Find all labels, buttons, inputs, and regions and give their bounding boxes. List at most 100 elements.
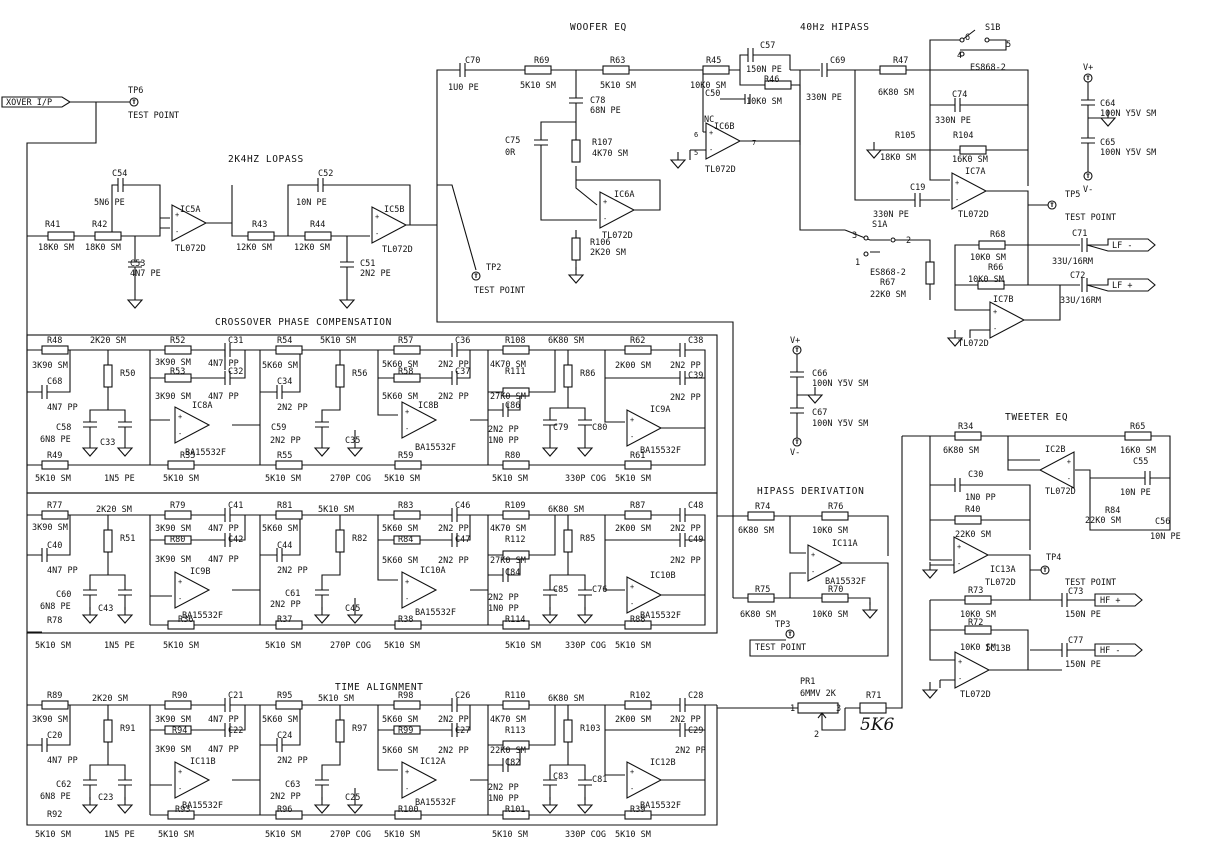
r97-label: R97: [352, 724, 367, 734]
c76-label: C76: [592, 585, 607, 595]
svg-text:7: 7: [752, 139, 756, 147]
c22-value: 4N7 PP: [208, 745, 239, 755]
r113-value: 22K0 SM: [490, 746, 526, 756]
c86-value-2: 1N0 PP: [488, 436, 519, 446]
r42-value: 18K0 SM: [85, 243, 121, 253]
r97-value: 5K10 SM: [318, 694, 354, 704]
c34-label: C34: [277, 377, 292, 387]
tp3-label: TP3: [775, 620, 790, 630]
c44-label: C44: [277, 541, 292, 551]
r56-value: 5K10 SM: [320, 336, 356, 346]
c77-label: C77: [1068, 636, 1083, 646]
r88-value: 5K10 SM: [615, 641, 651, 651]
c66-label: C66: [812, 369, 827, 379]
c23-value: 1N5 PE: [104, 830, 135, 840]
c42-value: 4N7 PP: [208, 555, 239, 565]
c78-label: C78: [590, 96, 605, 106]
s1a-label: S1A: [872, 220, 887, 230]
c78-value: 68N PE: [590, 106, 621, 116]
r108-label: R108: [505, 336, 525, 346]
s1a-p3: 3: [852, 231, 857, 241]
r107-value: 4K70 SM: [592, 149, 628, 159]
c86-value: 2N2 PP: [488, 425, 519, 435]
ic8b-part: BA15532F: [415, 443, 456, 453]
crossover-block-2: R77 3K90 SM C40 4N7 PP R78 5K10 SM 2K20 …: [26, 492, 718, 651]
c37-label: C37: [455, 367, 470, 377]
c50-label: C50: [705, 89, 720, 99]
hf-minus-port: HF -: [1100, 646, 1120, 656]
ic10b-part: BA15532F: [640, 611, 681, 621]
tp4-caption: TEST POINT: [1065, 578, 1116, 588]
c32-value: 4N7 PP: [208, 392, 239, 402]
c84-value-2: 1N0 PP: [488, 604, 519, 614]
lf-minus-port: LF -: [1112, 241, 1132, 251]
r86-label: R86: [580, 369, 595, 379]
r95-label: R95: [277, 691, 292, 701]
c62-value: 6N8 PE: [40, 792, 71, 802]
r61-label: R61: [630, 451, 645, 461]
r69-value: 5K10 SM: [520, 81, 556, 91]
r107-label: R107: [592, 138, 612, 148]
c23-label: C23: [98, 793, 113, 803]
r73-label: R73: [968, 586, 983, 596]
c45-label: C45: [345, 604, 360, 614]
c20-value: 4N7 PP: [47, 756, 78, 766]
r59-label: R59: [398, 451, 413, 461]
r90-value: 3K90 SM: [155, 715, 191, 725]
ic6b-part: TL072D: [705, 165, 736, 175]
c45-value: 270P COG: [330, 641, 371, 651]
r112-value: 27K0 SM: [490, 556, 526, 566]
ic11a-part: BA15532F: [825, 577, 866, 587]
r58-value: 5K60 SM: [382, 392, 418, 402]
c30-label: C30: [968, 470, 983, 480]
r38-value: 5K10 SM: [384, 641, 420, 651]
r41-value: 18K0 SM: [38, 243, 74, 253]
r80b-value: 3K90 SM: [155, 555, 191, 565]
ic8a-label: IC8A: [192, 401, 212, 411]
r40-value: 22K0 SM: [955, 530, 991, 540]
c70-value: 1U0 PE: [448, 83, 479, 93]
c39-label: C39: [688, 371, 703, 381]
c50-nc: NC: [704, 115, 714, 125]
c46-label: C46: [455, 501, 470, 511]
ic2b-part: TL072D: [1045, 487, 1076, 497]
r47-value: 6K80 SM: [878, 88, 914, 98]
hipass-40hz-title: 40Hz HIPASS: [800, 22, 870, 33]
c65-label: C65: [1100, 138, 1115, 148]
c40-label: C40: [47, 541, 62, 551]
r106-value: 2K20 SM: [590, 248, 626, 258]
tp6-label: TP6: [128, 86, 143, 96]
r35-value: 5K10 SM: [163, 474, 199, 484]
r98-value: 5K60 SM: [382, 715, 418, 725]
r76-value: 10K0 SM: [812, 526, 848, 536]
r70-label: R70: [828, 585, 843, 595]
c56-value: 10N PE: [1150, 532, 1181, 542]
r66-label: R66: [988, 263, 1003, 273]
c67-value: 100N Y5V SM: [812, 419, 868, 429]
c49-value: 2N2 PP: [670, 556, 701, 566]
ic7a-part: TL072D: [958, 210, 989, 220]
r82-label: R82: [352, 534, 367, 544]
r83-value: 5K60 SM: [382, 524, 418, 534]
s1a-p1: 1: [855, 258, 860, 268]
s1b-p6: 6: [965, 33, 970, 43]
r63-value: 5K10 SM: [600, 81, 636, 91]
ic12b-label: IC12B: [650, 758, 676, 768]
crossover-title: CROSSOVER PHASE COMPENSATION: [215, 317, 392, 328]
r77-label: R77: [47, 501, 62, 511]
c67-label: C67: [812, 408, 827, 418]
c35-label: C35: [345, 436, 360, 446]
c55-label: C55: [1133, 457, 1148, 467]
c41-value: 4N7 PP: [208, 524, 239, 534]
c32-label: C32: [228, 367, 243, 377]
r92-value: 5K10 SM: [35, 830, 71, 840]
pr1-value: 6MMV 2K: [800, 689, 837, 699]
r84b-label: R84: [1105, 506, 1120, 516]
c71-label: C71: [1072, 229, 1087, 239]
r55-label: R55: [277, 451, 292, 461]
c53-label: C53: [130, 259, 145, 269]
tp4-icon: [1040, 565, 1050, 575]
r51-label: R51: [120, 534, 135, 544]
c74-value: 330N PE: [935, 116, 971, 126]
